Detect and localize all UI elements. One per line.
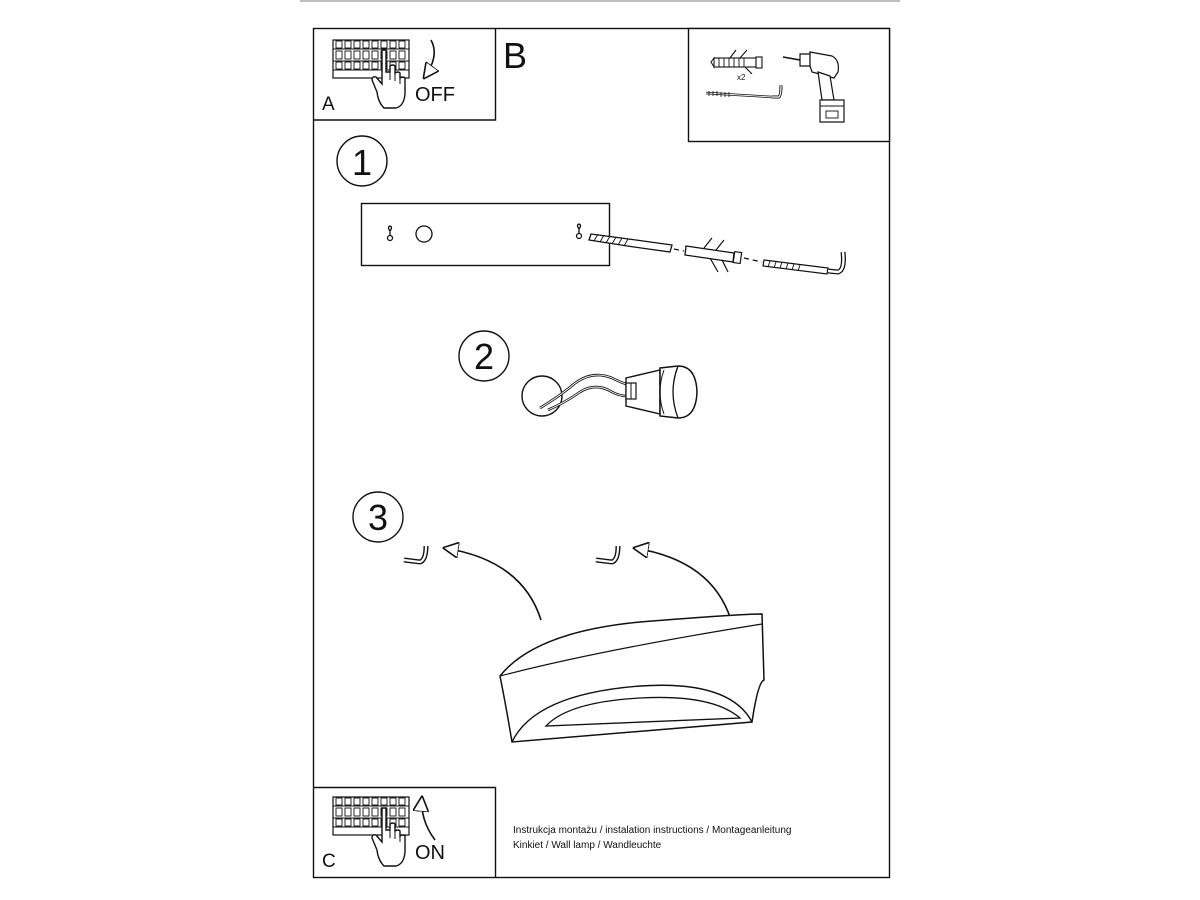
page-frame [312,27,891,879]
wall-cable-box [521,375,563,417]
panel-c-letter: C [322,851,336,872]
panel-c-power-on: C ON [313,786,497,878]
quantity-label: x2 [737,73,746,82]
panel-c-label: ON [415,842,445,864]
wall-plug-icon [710,49,763,75]
footer-title: Instrukcja montażu / instalation instruc… [513,825,792,836]
step-3-number: 3 [368,497,388,538]
step-2-number: 2 [474,336,494,377]
arrow-right-icon [634,548,732,621]
arrow-up-icon [422,797,436,841]
arrow-left-icon [444,548,542,621]
hook-right-icon [595,545,621,565]
step-3: 3 [352,491,765,743]
step-1-number: 1 [352,142,372,183]
hook-screw-step-icon [762,251,846,275]
panel-a-power-off: A OFF [313,28,497,121]
keyhole-slot-left [387,225,393,238]
hook-screw-icon [705,84,783,99]
step-3-badge [352,491,404,543]
step-2: 2 [458,330,698,419]
wall-plug-step-icon [684,237,743,273]
keyhole-slot-right [576,223,582,236]
lamp-socket-icon [625,365,698,419]
step-2-badge [458,330,510,382]
footer-subtitle: Kinkiet / Wall lamp / Wandleuchte [513,840,662,851]
wall-lamp-shade [499,613,765,743]
step-1: 1 [336,135,846,275]
arrow-down-icon [424,39,434,78]
panel-b-letter: B [503,35,527,76]
mounting-plate [360,202,611,267]
panel-b-tools: x2 [687,27,891,143]
hook-left-icon [403,545,429,565]
panel-a-letter: A [322,94,335,115]
drill-icon [782,51,845,123]
drill-bit-icon [588,233,673,253]
step-1-badge [336,135,388,187]
panel-a-label: OFF [415,84,455,106]
cable-hole [415,225,433,243]
